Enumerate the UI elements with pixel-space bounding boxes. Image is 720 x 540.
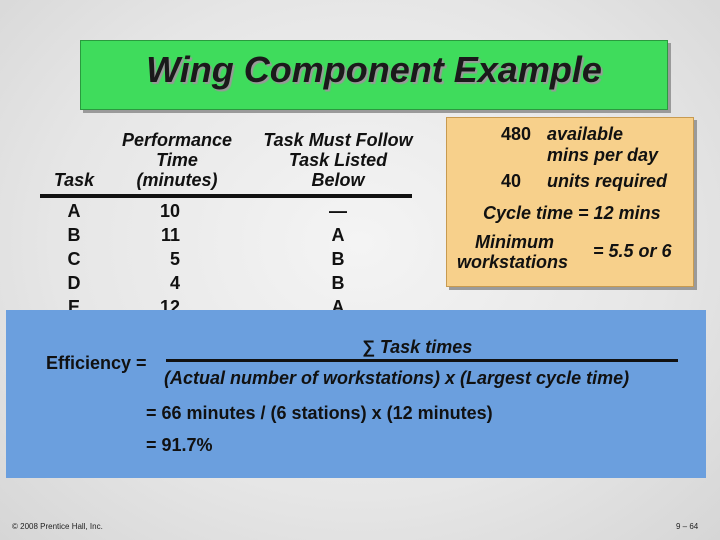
row-b-task: B: [67, 225, 81, 245]
row-d-time: 4: [169, 273, 180, 293]
row-b-time: 11: [160, 225, 180, 245]
header-perf-line3: (minutes): [136, 170, 218, 190]
cycle-time-box: 480 available mins per day 40 units requ…: [446, 117, 694, 287]
units-text: units required: [547, 171, 668, 191]
efficiency-box: [6, 310, 706, 478]
efficiency-step-1: = 66 minutes / (6 stations) x (12 minute…: [146, 403, 493, 423]
cycle-time-result: Cycle time = 12 mins: [483, 203, 661, 223]
available-minutes: 480: [501, 124, 532, 144]
header-divider: [40, 194, 412, 198]
row-c-task: C: [67, 249, 81, 269]
efficiency-numerator: ∑ Task times: [362, 337, 473, 357]
row-a-task: A: [67, 201, 81, 221]
header-perf-line2: Time: [156, 150, 198, 170]
row-a-follow: —: [329, 201, 347, 221]
minimum-value: = 5.5 or 6: [593, 241, 672, 261]
fraction-bar: [166, 359, 678, 362]
row-a-time: 10: [159, 201, 180, 221]
header-follow-line2: Task Listed: [288, 150, 388, 170]
row-d-task: D: [67, 273, 81, 293]
row-d-follow: B: [331, 273, 345, 293]
header-perf-line1: Performance: [121, 130, 233, 150]
title-banner: Wing Component Example: [80, 40, 668, 110]
minimum-label-2: workstations: [457, 252, 569, 272]
header-follow-line3: Below: [311, 170, 365, 190]
row-c-time: 5: [169, 249, 180, 269]
page-number: 9 – 64: [676, 522, 699, 531]
header-task: Task: [53, 170, 95, 190]
header-follow-line1: Task Must Follow: [263, 130, 413, 150]
units-count: 40: [501, 171, 522, 191]
efficiency-result: = 91.7%: [146, 435, 213, 455]
efficiency-denominator: (Actual number of workstations) x (Large…: [164, 368, 630, 388]
row-c-follow: B: [331, 249, 345, 269]
available-text-1: available: [547, 124, 624, 144]
minimum-label-1: Minimum: [475, 232, 554, 252]
slide-title: Wing Component Example: [146, 49, 602, 90]
efficiency-label: Efficiency =: [46, 353, 147, 373]
row-b-follow: A: [331, 225, 345, 245]
available-text-2: mins per day: [547, 145, 659, 165]
copyright-footer: © 2008 Prentice Hall, Inc.: [12, 522, 103, 531]
